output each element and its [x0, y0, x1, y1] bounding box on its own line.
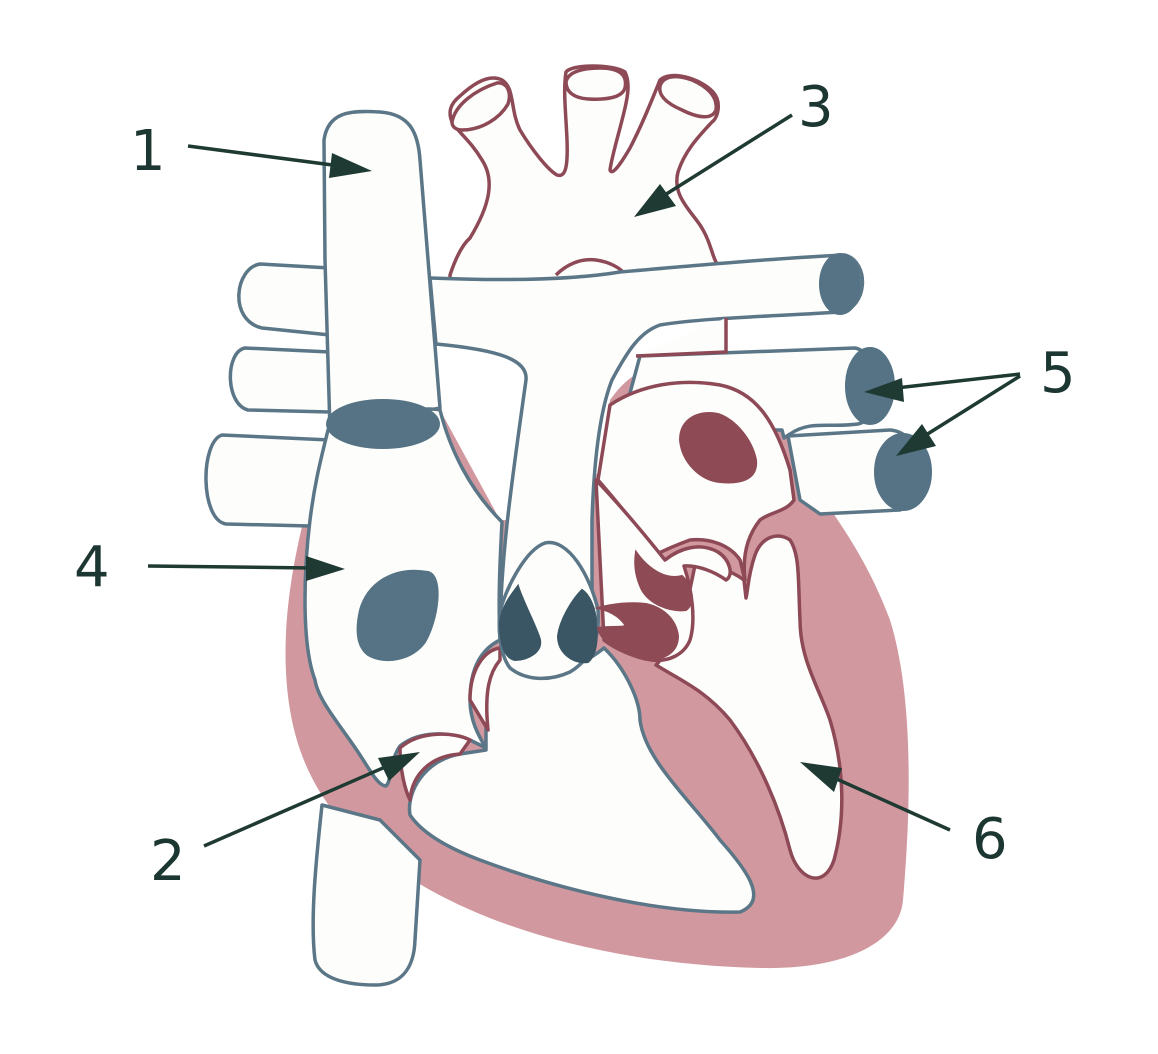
label-arrow-5-upper: [864, 372, 1021, 402]
label-5: 5: [1040, 341, 1076, 406]
label-arrow-1: [187, 144, 372, 178]
pulmonary-artery-opening: [819, 253, 861, 315]
pulmonary-artery: [428, 253, 865, 642]
label-2: 2: [150, 829, 186, 894]
superior-vena-cava: [322, 109, 442, 432]
aortic-valve-cusp-upper: [634, 549, 693, 612]
pulmonary-valve-cusp-right: [556, 588, 598, 664]
label-6: 6: [972, 807, 1008, 872]
aortic-valve-cusp-lower: [594, 602, 680, 660]
label-1: 1: [130, 119, 166, 184]
label-3: 3: [798, 75, 834, 140]
left-veins: [204, 262, 332, 528]
pulmonary-valve: [497, 540, 600, 681]
pulmonary-veins: [618, 346, 932, 516]
aortic-valve: [594, 478, 732, 663]
label-arrow-3: [634, 113, 793, 217]
label-arrow-6: [800, 762, 951, 832]
left-atrium: [596, 380, 796, 582]
pulmonary-vein-opening-lower: [874, 433, 932, 511]
superior-vena-cava-opening: [326, 399, 440, 449]
label-arrow-2: [203, 752, 420, 848]
right-ventricle: [398, 646, 756, 914]
aortic-arch: [448, 64, 720, 292]
right-atrium: [303, 399, 504, 788]
label-arrow-4: [147, 556, 345, 581]
label-arrow-5-lower: [896, 374, 1021, 456]
coronary-sinus-opening: [356, 569, 439, 662]
pulmonary-valve-cusp-left: [498, 583, 542, 662]
left-atrium-opening: [678, 412, 758, 484]
left-ventricle: [654, 534, 844, 880]
inferior-vena-cava: [311, 803, 422, 987]
label-4: 4: [74, 535, 110, 600]
